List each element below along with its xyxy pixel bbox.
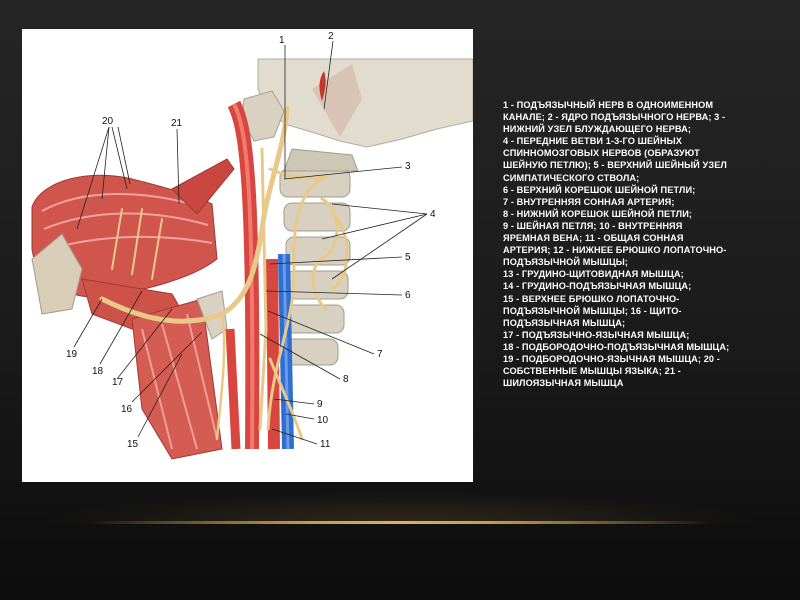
caption-line: ЯРЕМНАЯ ВЕНА; 11 - ОБЩАЯ СОННАЯ — [503, 233, 684, 244]
caption-line: 1 - ПОДЪЯЗЫЧНЫЙ НЕРВ В ОДНОИМЕННОМ — [503, 100, 714, 110]
leader-lines — [73, 40, 428, 445]
figure-label: 4 — [430, 209, 436, 220]
caption-line: ШЕЙНУЮ ПЕТЛЮ); 5 - ВЕРХНИЙ ШЕЙНЫЙ УЗЕЛ — [503, 160, 727, 171]
caption-line: 15 - ВЕРХНЕЕ БРЮШКО ЛОПАТОЧНО- — [503, 293, 680, 304]
caption-line: ПОДЪЯЗЫЧНОЙ МЫШЦЫ; 16 - ЩИТО- — [503, 305, 682, 316]
figure-label: 17 — [112, 377, 124, 388]
caption-line: 6 - ВЕРХНИЙ КОРЕШОК ШЕЙНОЙ ПЕТЛИ; — [503, 184, 696, 195]
figure-label: 3 — [405, 161, 411, 172]
caption-line: 19 - ПОДБОРОДОЧНО-ЯЗЫЧНАЯ МЫШЦА; 20 - — [503, 353, 720, 364]
caption-line: 18 - ПОДБОРОДОЧНО-ПОДЪЯЗЫЧНАЯ МЫШЦА; — [503, 341, 730, 352]
figure-label: 18 — [92, 366, 104, 377]
caption-line: 7 - ВНУТРЕННЯЯ СОННАЯ АРТЕРИЯ; — [503, 196, 675, 207]
caption-line: СИМПАТИЧЕСКОГО СТВОЛА; — [503, 172, 640, 183]
figure-label: 11 — [320, 439, 331, 450]
caption-line: 17 - ПОДЪЯЗЫЧНО-ЯЗЫЧНАЯ МЫШЦА; — [503, 329, 690, 340]
figure-label: 21 — [171, 118, 183, 129]
figure-labels: 1 2 3 4 5 6 7 8 9 10 11 15 16 17 18 19 2… — [66, 31, 436, 450]
figure-label: 5 — [405, 252, 411, 263]
caption-line: 8 - НИЖНИЙ КОРЕШОК ШЕЙНОЙ ПЕТЛИ; — [503, 208, 693, 219]
caption-line: НИЖНИЙ УЗЕЛ БЛУЖДАЮЩЕГО НЕРВА; — [503, 124, 692, 135]
caption-line: АРТЕРИЯ; 12 - НИЖНЕЕ БРЮШКО ЛОПАТОЧНО- — [503, 245, 727, 256]
caption-line: 13 - ГРУДИНО-ЩИТОВИДНАЯ МЫШЦА; — [503, 269, 684, 280]
figure-label: 15 — [127, 439, 139, 450]
figure-label: 6 — [405, 290, 411, 301]
caption-line: 4 - ПЕРЕДНИЕ ВЕТВИ 1-3-ГО ШЕЙНЫХ — [503, 136, 682, 147]
decorative-glow — [40, 490, 760, 524]
figure-label: 2 — [328, 31, 334, 42]
caption-line: КАНАЛЕ; 2 - ЯДРО ПОДЪЯЗЫЧНОГО НЕРВА; 3 - — [503, 112, 726, 123]
caption-line: ШИЛОЯЗЫЧНАЯ МЫШЦА — [503, 378, 624, 389]
nerves — [99, 106, 349, 441]
figure-label: 1 — [279, 35, 285, 46]
caption-line: СОБСТВЕННЫЕ МЫШЦЫ ЯЗЫКА; 21 - — [503, 366, 681, 377]
figure-label: 19 — [66, 349, 78, 360]
tongue-muscles — [31, 158, 235, 460]
anatomy-figure: 1 2 3 4 5 6 7 8 9 10 11 15 16 17 18 19 2… — [22, 29, 473, 482]
caption-line: ПОДЪЯЗЫЧНОЙ МЫШЦЫ; — [503, 257, 629, 268]
caption-line: 14 - ГРУДИНО-ПОДЪЯЗЫЧНАЯ МЫШЦА; — [503, 281, 692, 292]
vessels — [225, 100, 294, 450]
caption-line: СПИННОМОЗГОВЫХ НЕРВОВ (ОБРАЗУЮТ — [503, 148, 700, 159]
figure-label: 16 — [121, 404, 133, 415]
caption-line: ПОДЪЯЗЫЧНАЯ МЫШЦА; — [503, 317, 626, 328]
figure-label: 8 — [343, 374, 349, 385]
caption-line: 9 - ШЕЙНАЯ ПЕТЛЯ; 10 - ВНУТРЕННЯЯ — [503, 220, 683, 231]
figure-caption: 1 - ПОДЪЯЗЫЧНЫЙ НЕРВ В ОДНОИМЕННОМ КАНАЛЕ… — [503, 99, 753, 389]
figure-label: 10 — [317, 415, 329, 426]
anatomy-illustration: 1 2 3 4 5 6 7 8 9 10 11 15 16 17 18 19 2… — [31, 31, 473, 460]
figure-label: 7 — [377, 349, 383, 360]
decorative-accent-line — [90, 521, 710, 524]
figure-label: 20 — [102, 116, 114, 127]
figure-label: 9 — [317, 399, 323, 410]
